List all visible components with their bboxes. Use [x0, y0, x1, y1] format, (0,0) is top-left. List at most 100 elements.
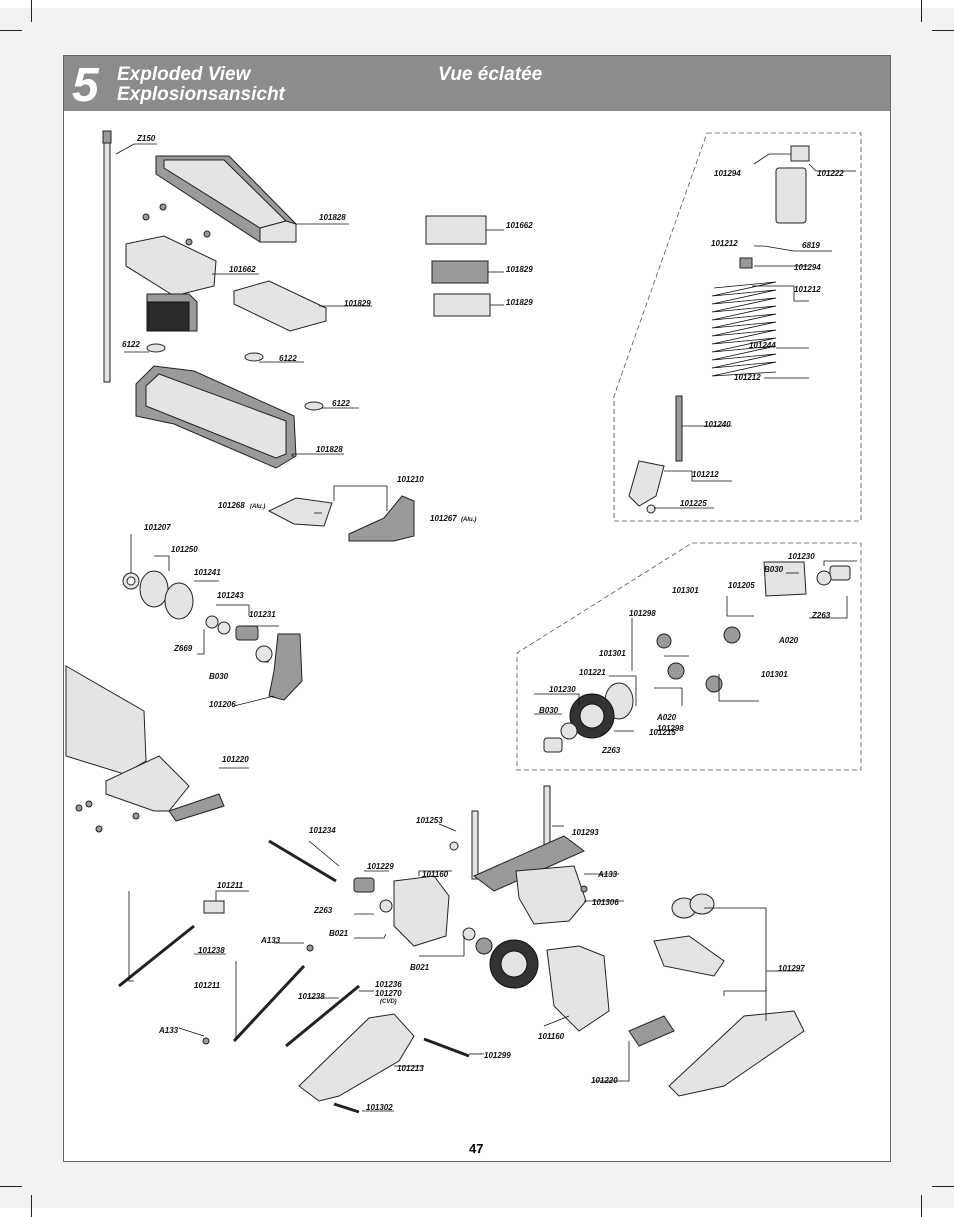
- callout-label: 101829: [506, 265, 533, 274]
- bearing-icon: [255, 645, 273, 663]
- callout-label: 101236: [375, 980, 402, 989]
- page-number: 47: [469, 1141, 484, 1156]
- section-number: 5: [72, 59, 99, 112]
- callout-label: 101221: [579, 668, 606, 677]
- callout-label: A020: [656, 713, 677, 722]
- chassis-brace: [348, 495, 415, 542]
- callout-label: 101298: [657, 724, 684, 733]
- title-english: Exploded View: [117, 64, 251, 85]
- callout-label: 101299: [484, 1051, 511, 1060]
- callout-note: (Alu.): [461, 517, 476, 523]
- callout-label: 101301: [672, 586, 699, 595]
- callout-label: A020: [778, 636, 799, 645]
- crop-mark: [31, 1195, 32, 1217]
- callout-label: 101294: [794, 263, 821, 272]
- hub-carrier: [268, 633, 303, 701]
- callout-label: 6819: [802, 241, 820, 250]
- callout-label: 101662: [506, 221, 533, 230]
- foam-plate: [425, 215, 487, 245]
- callout-label: Z150: [136, 134, 156, 143]
- callout-label: 101829: [506, 298, 533, 307]
- title-french: Vue éclatée: [438, 64, 543, 85]
- crop-mark: [921, 1195, 922, 1217]
- bearing-icon: [560, 722, 578, 740]
- callout-label: 101160: [422, 870, 449, 879]
- receiver-box: [135, 365, 297, 469]
- callout-label: 101238: [198, 946, 225, 955]
- callout-label: 101293: [572, 828, 599, 837]
- crop-mark: [932, 1186, 954, 1187]
- callout-label: 101302: [366, 1103, 393, 1112]
- callout-label: 101230: [549, 685, 576, 694]
- callout-note: (Alu.): [250, 504, 265, 510]
- differential-group-outline: [516, 542, 862, 771]
- receiver-box-lid: [155, 155, 297, 243]
- shock-group-outline: [613, 132, 862, 522]
- callout-label: 6122: [122, 340, 140, 349]
- lower-arm: [298, 1013, 415, 1102]
- callout-label: 101212: [734, 373, 761, 382]
- foam-plate: [233, 280, 327, 332]
- bearing-icon: [462, 927, 476, 941]
- chassis-brace: [267, 497, 333, 527]
- callout-label: B021: [329, 929, 349, 938]
- battery-pack: [146, 293, 198, 332]
- foam-plate: [433, 293, 491, 317]
- slipper-plate: [139, 570, 169, 608]
- callout-label: 101205: [728, 581, 755, 590]
- callout-label: 101160: [538, 1032, 565, 1041]
- callout-label: 101268: [218, 501, 245, 510]
- antenna-tube: [102, 130, 112, 383]
- drive-cup: [235, 625, 259, 641]
- callout-label: 101829: [344, 299, 371, 308]
- section-header: 5 Exploded View Explosionsansicht Vue éc…: [64, 56, 890, 112]
- cvd-shaft: [285, 984, 360, 1048]
- mount-plate: [125, 235, 217, 297]
- callout-label: 101828: [316, 445, 343, 454]
- bearing-icon: [205, 615, 219, 629]
- callout-label: 101213: [397, 1064, 424, 1073]
- callout-label: 101229: [367, 862, 394, 871]
- callout-label: 101294: [714, 169, 741, 178]
- callout-label: Z263: [601, 746, 621, 755]
- callout-label: 6122: [279, 354, 297, 363]
- callout-label: A133: [158, 1026, 179, 1035]
- rod-end: [203, 900, 225, 914]
- callout-label: 101211: [194, 981, 221, 990]
- callout-label: 101222: [817, 169, 844, 178]
- callout-label: B030: [764, 565, 784, 574]
- callout-label: 101253: [416, 816, 443, 825]
- callout-label: 101206: [209, 700, 236, 709]
- callout-label: 6122: [332, 399, 350, 408]
- callout-label: 101210: [397, 475, 424, 484]
- rear-mount: [515, 865, 587, 925]
- callout-label: 101234: [309, 826, 336, 835]
- callout-label: A133: [597, 870, 618, 879]
- callout-label: 101212: [711, 239, 738, 248]
- chassis-plate: [65, 665, 225, 822]
- turnbuckle: [118, 924, 195, 988]
- crop-mark: [0, 1186, 22, 1187]
- callout-label: 101828: [319, 213, 346, 222]
- callout-label: 101212: [692, 470, 719, 479]
- hex-screw-icon: [202, 841, 588, 1045]
- spring-icon: [711, 281, 777, 377]
- bearing-icon: [816, 570, 832, 586]
- bearing-icon: [217, 621, 231, 635]
- callout-label: 101207: [144, 523, 171, 532]
- gearbox: [379, 875, 610, 1032]
- exploded-view-diagram: Z150 101828 101662 101829 6122 6122 6122…: [65, 130, 862, 1114]
- callout-label: 101240: [704, 420, 731, 429]
- callout-label: 101301: [761, 670, 788, 679]
- hinge-pin: [423, 1037, 470, 1058]
- callout-label: 101243: [217, 591, 244, 600]
- hex-screw-icon: [142, 203, 211, 246]
- callout-label: 101267: [430, 514, 457, 523]
- rear-bumper: [628, 893, 805, 1097]
- manual-page: 5 Exploded View Explosionsansicht Vue éc…: [63, 55, 891, 1162]
- differential: [543, 561, 851, 753]
- callout-label: 101301: [599, 649, 626, 658]
- hinge-pin: [333, 1102, 360, 1114]
- callout-label: Z669: [173, 644, 193, 653]
- callout-label: B030: [539, 706, 559, 715]
